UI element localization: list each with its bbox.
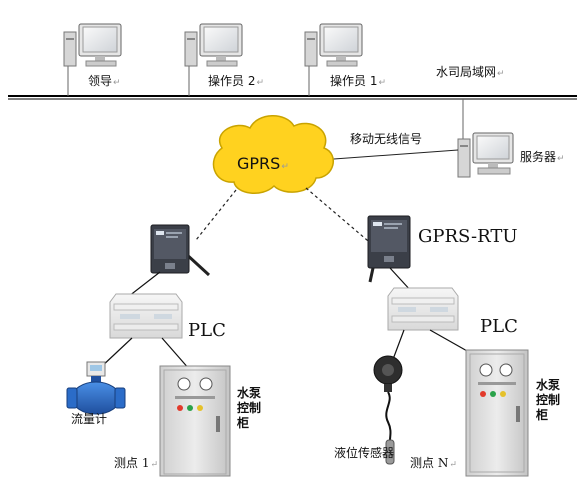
leader-computer-icon	[63, 23, 122, 67]
pump-cabinet-right-label: 水泵 控制 柜	[536, 378, 561, 422]
operator1-label: 操作员 1↵	[330, 74, 386, 88]
leader-label: 领导↵	[88, 74, 121, 88]
lan-label: 水司局域网↵	[436, 65, 505, 79]
operator2-computer-icon	[184, 23, 243, 67]
level-sensor-label: 液位传感器	[334, 446, 395, 460]
wireless-signal-label: 移动无线信号	[350, 132, 423, 146]
gprs-label: GPRS↵	[237, 154, 289, 173]
operator2-label: 操作员 2↵	[208, 74, 264, 88]
wireless-link-line	[319, 149, 459, 161]
operator1-computer-icon	[304, 23, 363, 67]
plc-right-label: PLC	[480, 316, 518, 337]
rtu-device-right-icon	[367, 215, 411, 283]
plc-device-left-icon	[109, 293, 183, 339]
pump-cabinet-left-icon	[159, 365, 231, 477]
dashed-link-left	[195, 189, 237, 241]
gprs-cloud-icon	[212, 115, 334, 194]
pointN-label: 测点 N↵	[410, 456, 457, 470]
plc-left-label: PLC	[188, 320, 226, 341]
pump-cabinet-left-label: 水泵 控制 柜	[237, 386, 262, 430]
rtu-device-left-icon	[150, 224, 211, 277]
rtu-label: GPRS-RTU	[418, 226, 518, 247]
point1-label: 测点 1↵	[114, 456, 158, 470]
plc-device-right-icon	[387, 287, 459, 331]
server-computer-icon	[457, 132, 514, 178]
flowmeter-icon	[66, 361, 126, 415]
server-label: 服务器↵	[520, 150, 565, 164]
level-sensor-icon	[373, 355, 403, 465]
dashed-link-right	[305, 187, 375, 247]
pump-cabinet-right-icon	[465, 349, 529, 477]
plc-cabinet-link-left	[161, 337, 191, 371]
flowmeter-label: 流量计	[71, 412, 108, 426]
plc-sensor-link	[391, 329, 405, 363]
